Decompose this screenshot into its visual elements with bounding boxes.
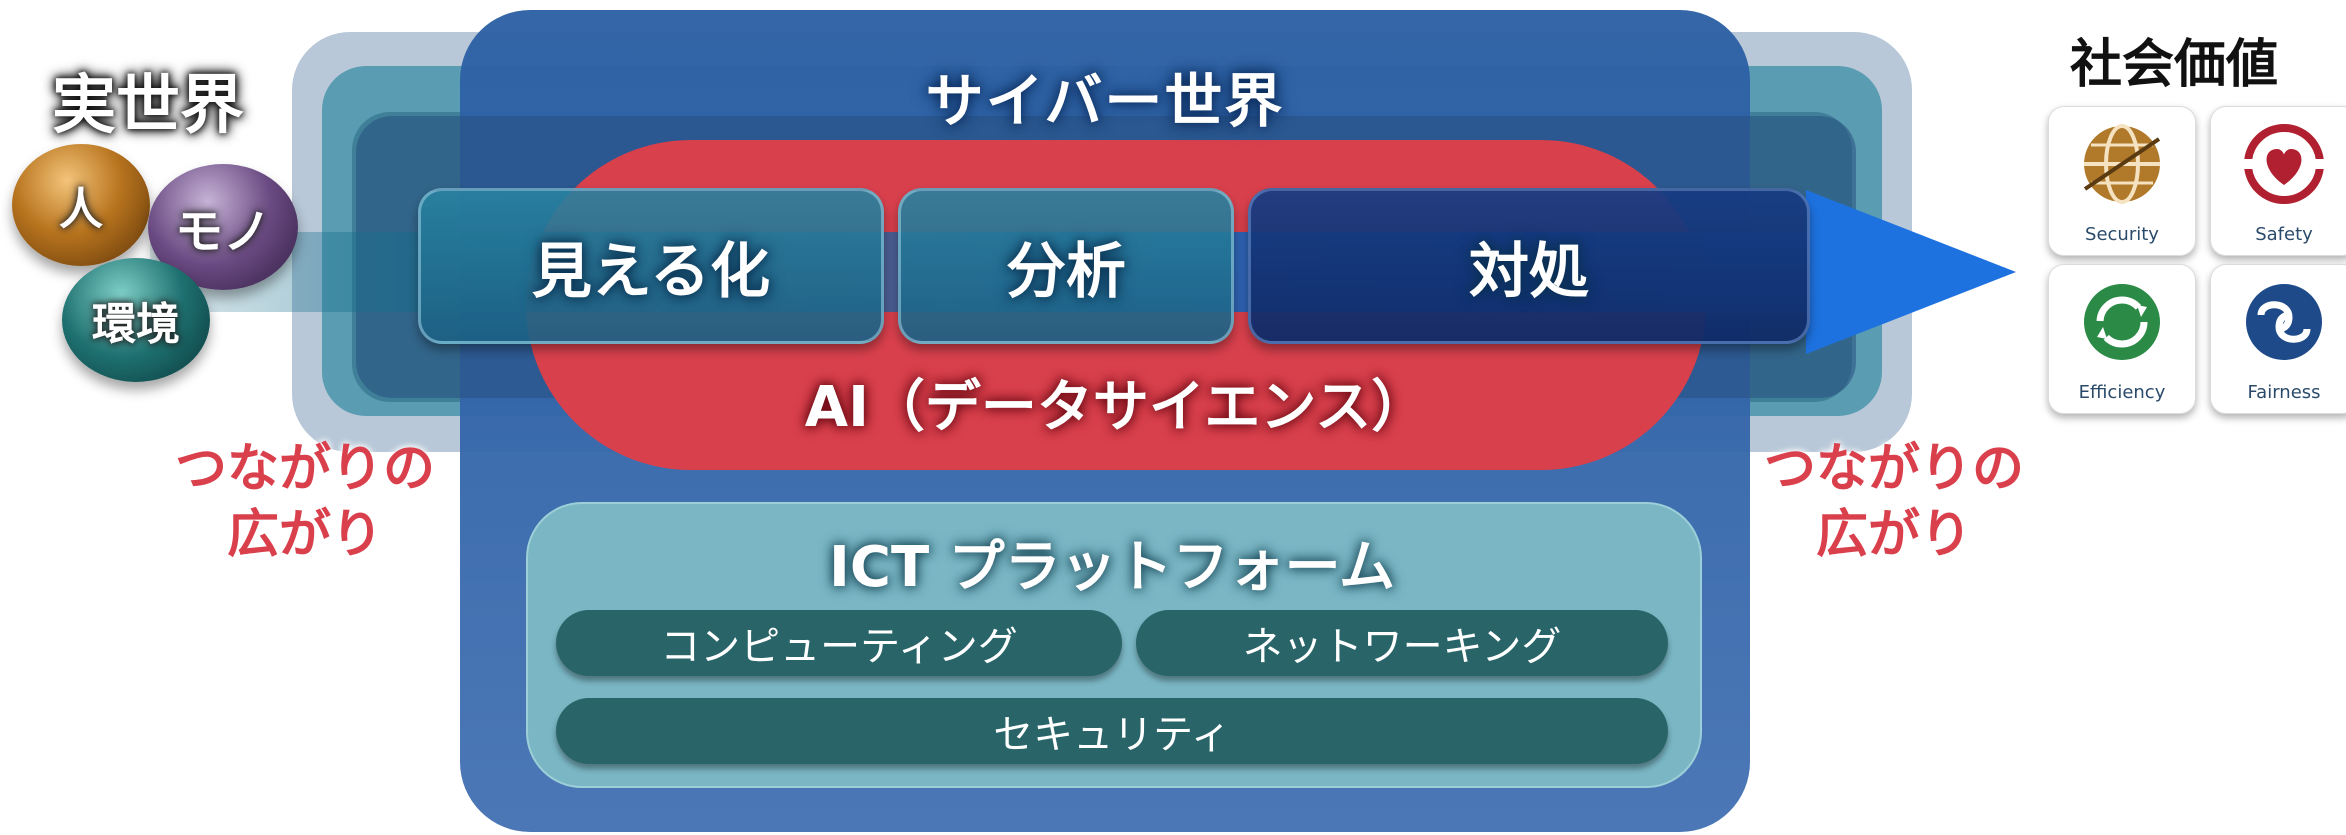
entity-label: 環境 xyxy=(92,299,180,350)
value-tile-security: Security xyxy=(2048,106,2196,256)
process-label: 分析 xyxy=(1006,236,1126,307)
globe-icon xyxy=(2083,124,2161,204)
real-world-title: 実世界 xyxy=(52,69,244,143)
value-label: Fairness xyxy=(2247,382,2321,403)
process-label: 対処 xyxy=(1469,236,1589,307)
process-box-visualize: 見える化 xyxy=(418,188,884,344)
value-tile-safety: Safety xyxy=(2210,106,2346,256)
process-box-respond: 対処 xyxy=(1248,188,1810,344)
spread-line: つながりの xyxy=(174,439,435,499)
ict-component-security: セキュリティ xyxy=(556,698,1668,764)
spread-line: つながりの xyxy=(1763,439,2024,499)
process-box-analyze: 分析 xyxy=(898,188,1234,344)
connection-spread-right: つながりの 広がり xyxy=(1744,436,2044,568)
heart-shield-icon xyxy=(2243,124,2325,204)
entity-environment-sphere: 環境 xyxy=(62,258,210,382)
value-label: Efficiency xyxy=(2078,382,2166,403)
value-label: Security xyxy=(2085,224,2159,245)
spread-line: 広がり xyxy=(1815,505,1972,565)
value-label: Safety xyxy=(2255,224,2313,245)
spread-line: 広がり xyxy=(226,505,383,565)
process-label: 見える化 xyxy=(531,236,771,307)
entity-person-sphere: 人 xyxy=(12,144,150,266)
flow-arrow-head-icon xyxy=(1806,190,2016,354)
ict-component-networking: ネットワーキング xyxy=(1136,610,1668,676)
ict-platform-title: ICT プラットフォーム xyxy=(829,535,1395,600)
cycle-arrows-icon xyxy=(2084,284,2160,360)
cyber-world-title: サイバー世界 xyxy=(925,67,1285,135)
entity-label: 人 xyxy=(59,184,103,235)
social-value-title: 社会価値 xyxy=(2070,35,2279,95)
ai-label: AI（データサイエンス） xyxy=(804,375,1428,440)
linked-rings-icon xyxy=(2246,284,2322,360)
value-tile-efficiency: Efficiency xyxy=(2048,264,2196,414)
ict-component-computing: コンピューティング xyxy=(556,610,1122,676)
value-tile-fairness: Fairness xyxy=(2210,264,2346,414)
connection-spread-left: つながりの 広がり xyxy=(150,436,460,568)
entity-label: モノ xyxy=(174,204,271,260)
